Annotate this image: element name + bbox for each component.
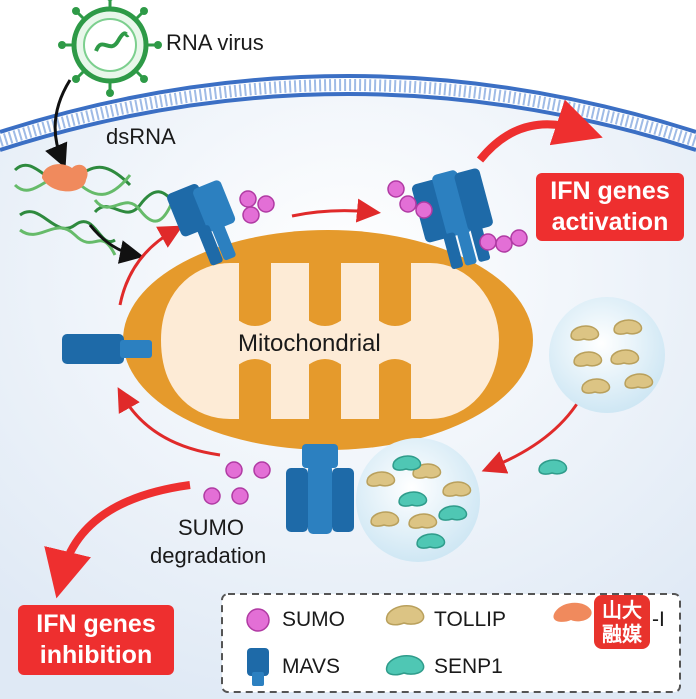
dsrna-to-mavs-arrow — [88, 224, 144, 264]
legend-tollip-label: TOLLIP — [434, 608, 506, 631]
tollip-bubble — [549, 297, 665, 413]
mavs-icon — [247, 648, 269, 686]
rna-virus-label: RNA virus — [166, 30, 264, 55]
sumo-bead-icon — [203, 461, 271, 505]
senp1-icon — [392, 455, 468, 549]
sumo-bead-icon — [246, 608, 270, 632]
virus-icon — [58, 0, 162, 97]
inhibition-arrow — [44, 481, 191, 599]
activation-arrow — [476, 99, 603, 163]
ifn-inhibition-box: IFN genes inhibition — [18, 605, 174, 675]
mavs-icon — [62, 334, 152, 364]
rig-i-icon — [42, 164, 88, 192]
cycle-arrow-right — [291, 198, 381, 223]
sumo-bead-icon — [239, 190, 275, 224]
senp1-icon — [538, 459, 568, 475]
mitochondrion — [123, 230, 533, 450]
tollip-icon — [385, 605, 425, 626]
mitochondrial-label: Mitochondrial — [238, 330, 381, 357]
virus-entry-arrow — [45, 79, 72, 169]
cycle-arrow-down-left — [117, 387, 221, 457]
ifn-inhibition-line-1: IFN genes — [36, 610, 156, 638]
legend-mavs-label: MAVS — [282, 655, 340, 678]
watermark-logo: 山大融媒 — [594, 595, 650, 649]
cycle-arrow-up — [118, 225, 183, 306]
ifn-activation-line-2: activation — [551, 208, 669, 236]
senp1-icon — [385, 655, 425, 676]
sumo-degradation-label-2: degradation — [150, 543, 267, 568]
tollip-icon — [570, 319, 654, 394]
legend-partial-label: -I — [652, 608, 665, 631]
mavs-icon — [286, 444, 354, 534]
legend-sumo-label: SUMO — [282, 608, 345, 631]
ifn-inhibition-line-2: inhibition — [39, 641, 153, 669]
ifn-activation-line-1: IFN genes — [550, 177, 670, 205]
mavs-icon — [167, 180, 236, 266]
rig-i-icon — [553, 602, 592, 622]
ifn-activation-box: IFN genes activation — [536, 173, 684, 241]
tollip-icon — [366, 463, 472, 529]
sumo-bead-icon — [387, 180, 528, 253]
sumo-degradation-label-1: SUMO — [178, 515, 244, 540]
legend-senp1-label: SENP1 — [434, 655, 503, 678]
dsrna-label: dsRNA — [106, 124, 176, 149]
